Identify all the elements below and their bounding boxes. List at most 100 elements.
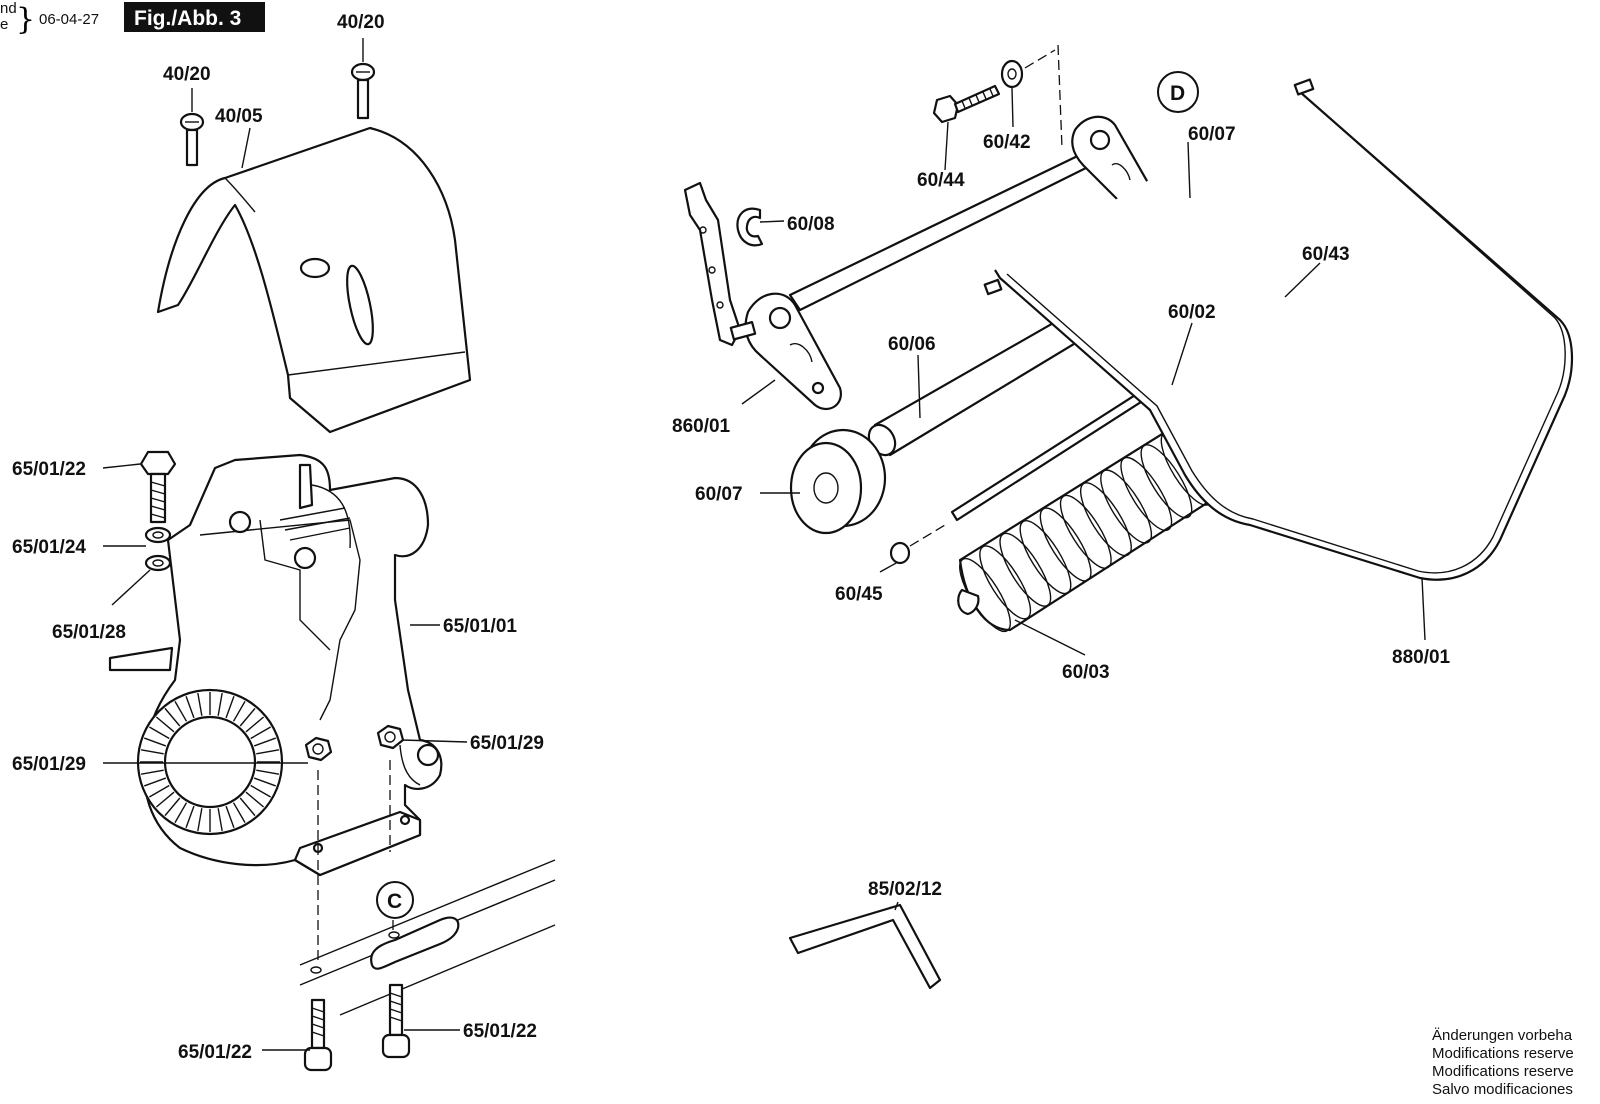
svg-text:C: C — [387, 890, 402, 913]
part-label: 40/20 — [337, 12, 385, 33]
fin-line — [253, 777, 277, 787]
fin-line — [217, 808, 223, 832]
cover-screw-left — [179, 112, 205, 167]
fin-line — [245, 716, 265, 733]
roller-rib — [1019, 520, 1072, 595]
flywheel-fins — [140, 692, 280, 832]
fin-line — [197, 692, 203, 716]
fin-line — [217, 692, 223, 716]
fin-line — [225, 695, 235, 719]
part-labels: 40/20 40/20 40/05 65/01/22 65/01/24 65/0… — [12, 12, 1451, 1063]
part-label: 65/01/22 — [12, 459, 86, 480]
leader-lines — [102, 38, 1426, 1051]
callout-d: D — [1157, 71, 1199, 113]
fin-line — [197, 808, 203, 832]
part-label: 860/01 — [672, 416, 731, 437]
fin-line — [250, 784, 271, 798]
roller-rib — [1100, 469, 1153, 544]
roller-rib — [1039, 507, 1092, 582]
roller-rib — [1080, 482, 1132, 557]
svg-text:Modifications reserve: Modifications reserve — [1432, 1045, 1574, 1062]
fin-line — [143, 737, 167, 747]
engine — [108, 453, 443, 877]
header-fragment-top: nd — [0, 0, 17, 17]
frame-screw-right — [381, 983, 411, 1059]
fin-line — [256, 749, 280, 755]
hex-key-85-02-12 — [788, 903, 942, 990]
part-label: 40/05 — [215, 106, 263, 127]
fin-line — [239, 707, 256, 727]
handle-bar-880-01 — [983, 78, 1573, 581]
svg-text:Änderungen vorbeha: Änderungen vorbeha — [1432, 1027, 1573, 1044]
fin-line — [140, 749, 164, 755]
fin-line — [253, 737, 277, 747]
frame-screw-left — [303, 998, 333, 1072]
fin-line — [225, 805, 235, 829]
cover-screw-right — [350, 62, 376, 120]
part-label: 60/07 — [695, 484, 743, 505]
engine-cover — [156, 126, 472, 434]
roller-rib — [1120, 456, 1173, 532]
part-label: 60/03 — [1062, 662, 1110, 683]
part-label: 65/01/29 — [12, 754, 86, 775]
washer-65-01-28 — [144, 554, 172, 572]
svg-text:Modifications reserve: Modifications reserve — [1432, 1063, 1574, 1080]
wheel-60-07-lower — [789, 428, 887, 535]
part-label: 65/01/22 — [178, 1042, 252, 1063]
fin-line — [232, 701, 246, 722]
part-label: 65/01/24 — [12, 537, 86, 558]
svg-text:D: D — [1170, 82, 1185, 105]
fin-line — [164, 707, 181, 727]
svg-text:Salvo modificaciones: Salvo modificaciones — [1432, 1081, 1573, 1098]
roller-rib — [979, 545, 1032, 620]
part-label: 60/45 — [835, 584, 883, 605]
roller-rib — [1059, 494, 1112, 569]
engine-bolt-top — [139, 450, 177, 524]
part-label: 40/20 — [163, 64, 211, 85]
fin-line — [245, 791, 265, 808]
clip-60-08 — [736, 207, 764, 247]
part-label: 65/01/22 — [463, 1021, 537, 1042]
engine-nut-left — [304, 736, 333, 762]
fin-line — [164, 797, 181, 817]
fin-line — [185, 695, 195, 719]
fin-line — [155, 716, 175, 733]
brace-icon: } — [16, 2, 35, 37]
fin-line — [256, 769, 280, 775]
fin-line — [232, 802, 246, 823]
part-label: 65/01/29 — [470, 733, 544, 754]
fin-line — [185, 805, 195, 829]
bolt-60-44 — [932, 84, 1001, 124]
cap-60-45 — [889, 541, 911, 565]
header-fragment-bottom: e — [0, 16, 8, 33]
part-label: 60/02 — [1168, 302, 1216, 323]
part-label: 85/02/12 — [868, 879, 942, 900]
callout-c: C — [376, 881, 414, 919]
fin-line — [149, 726, 170, 740]
part-label: 65/01/28 — [52, 622, 126, 643]
figure-label-box — [124, 2, 265, 32]
part-label: 60/07 — [1188, 124, 1236, 145]
fin-line — [239, 797, 256, 817]
washer-60-42 — [1000, 59, 1024, 89]
part-label: 60/08 — [787, 214, 835, 235]
part-label: 65/01/01 — [443, 616, 517, 637]
fin-line — [155, 791, 175, 808]
roller-rib — [999, 532, 1052, 607]
bracket-860-01 — [683, 181, 842, 411]
footer-notice: Änderungen vorbeha Modifications reserve… — [1432, 1027, 1574, 1098]
fin-line — [143, 777, 167, 787]
washer-65-01-24 — [144, 526, 172, 544]
roller-rib — [1140, 444, 1193, 519]
fin-line — [149, 784, 170, 798]
fin-line — [250, 726, 271, 740]
part-label: 880/01 — [1392, 647, 1451, 668]
part-label: 60/44 — [917, 170, 965, 191]
part-label: 60/42 — [983, 132, 1031, 153]
part-label: 60/06 — [888, 334, 936, 355]
figure-label: Fig./Abb. 3 — [134, 7, 241, 30]
mower-frame-rails — [299, 859, 556, 1016]
fin-line — [174, 701, 188, 722]
fin-line — [140, 769, 164, 775]
